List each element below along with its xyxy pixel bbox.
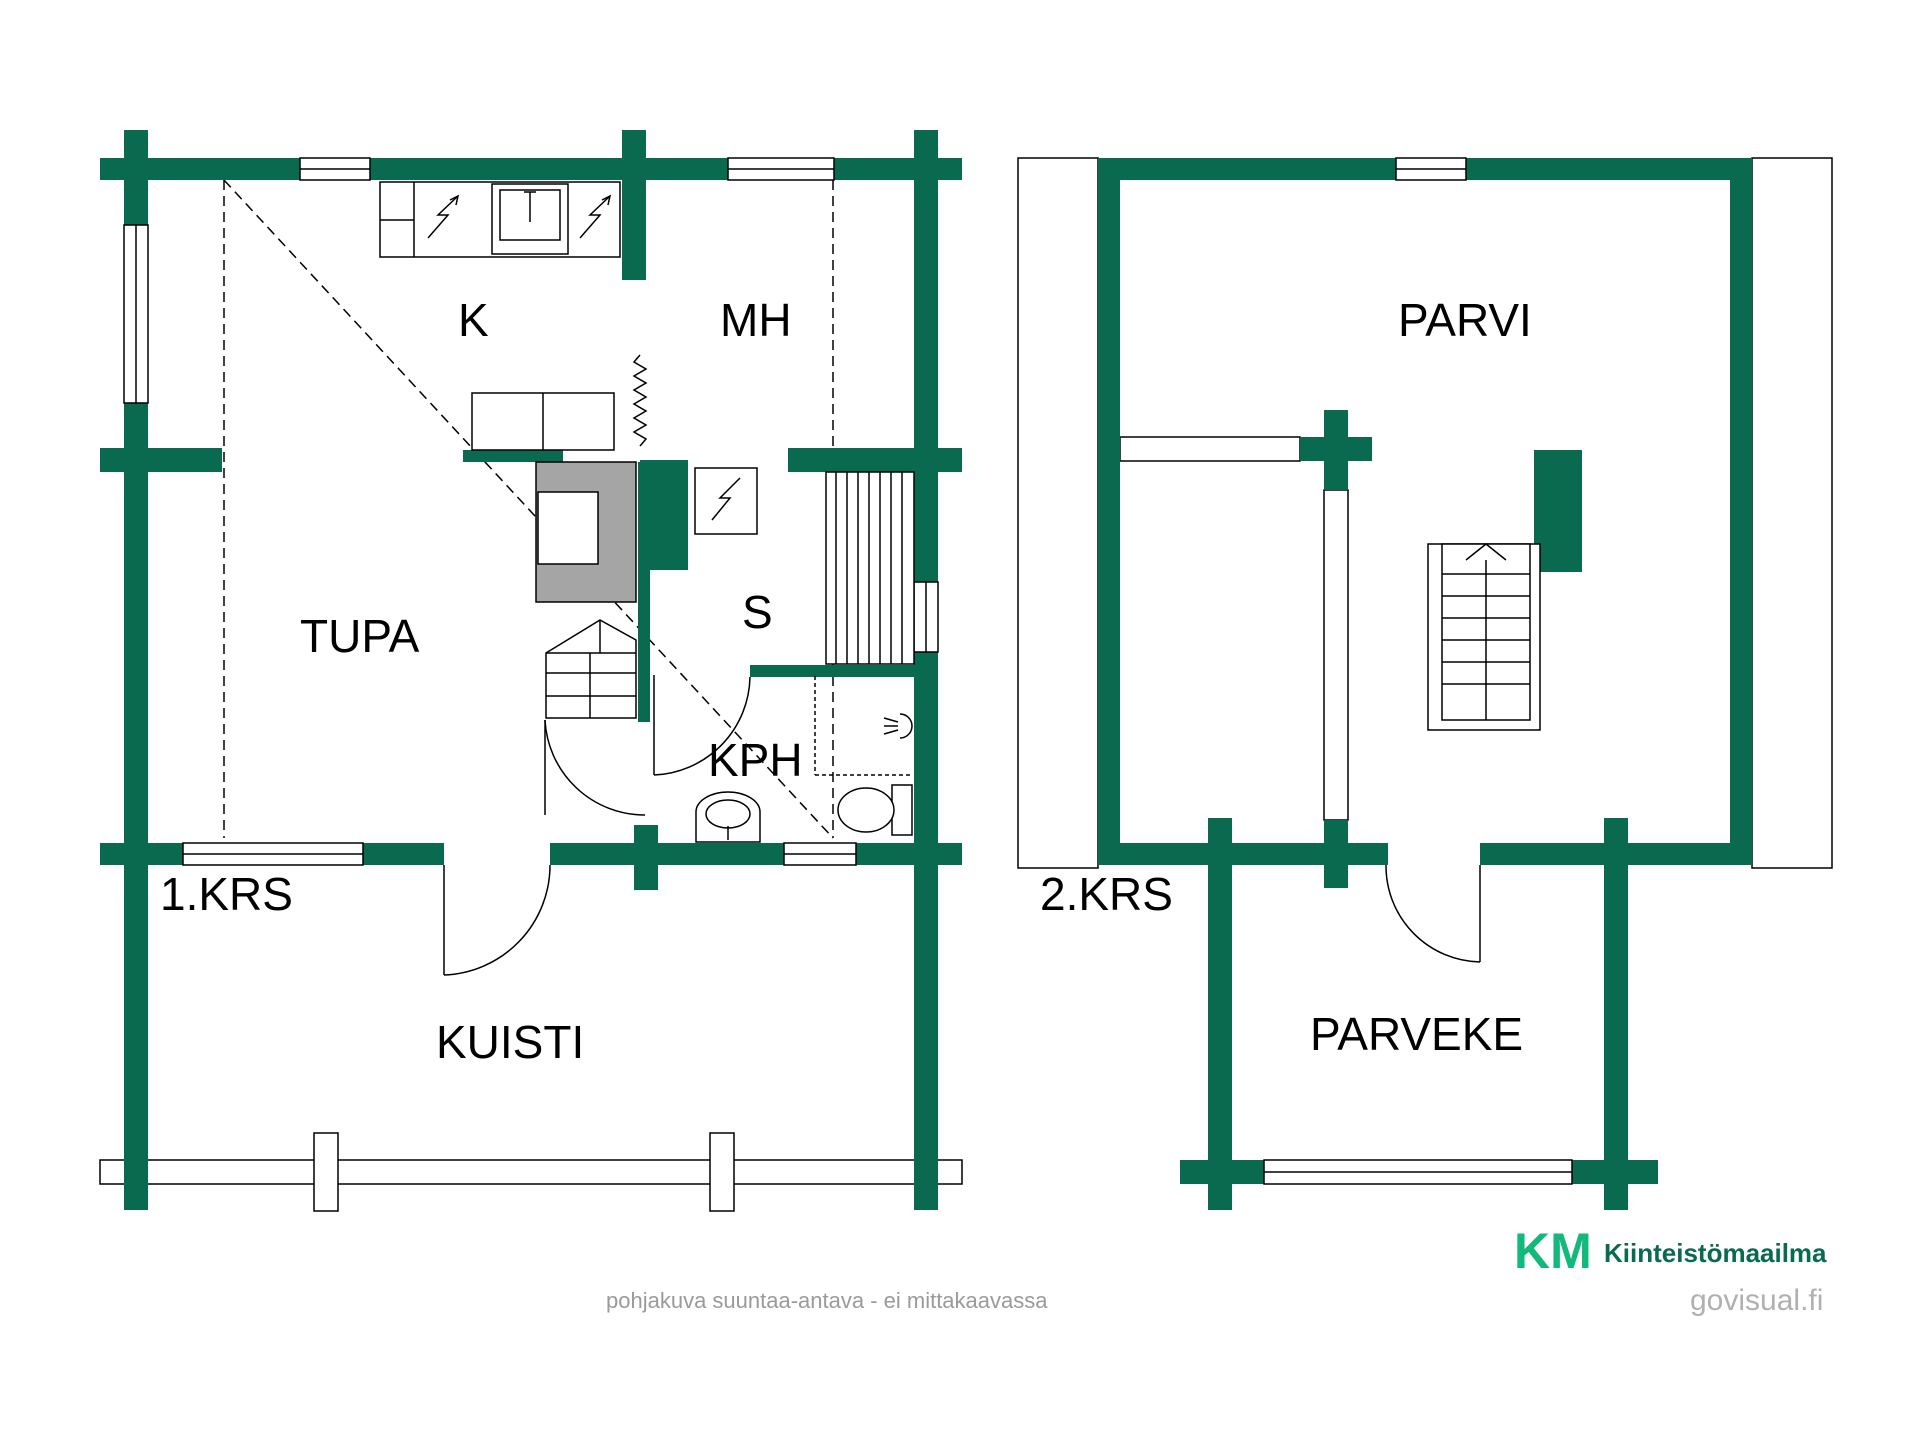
floor-2-walls [1098,158,1752,1210]
room-label-kitchen: K [458,294,489,346]
room-label-sauna: S [742,586,773,638]
room-label-porch: KUISTI [436,1016,584,1068]
shower-icon [814,676,913,776]
room-label-bathroom: KPH [708,734,803,786]
room-label-balcony: PARVEKE [1310,1008,1523,1060]
oven-icon [579,194,612,239]
disclaimer-note: pohjakuva suuntaa-antava - ei mittakaava… [606,1288,1048,1313]
room-label-bedroom: MH [720,294,792,346]
floor-1-door-swings [443,675,751,976]
kitchen-counter [379,181,621,258]
porch-railing [99,1132,963,1212]
stairs-icon [545,619,637,719]
credit-text: govisual.fi [1690,1284,1823,1317]
floor-1-door-gaps [444,840,550,868]
porch-corner-posts [124,1150,938,1210]
floor-2-plan: PARVI PARVEKE 2.KRS [1017,157,1833,1210]
sofa [471,392,615,451]
stove-icon [427,194,460,239]
room-label-living-room: TUPA [300,610,420,662]
brand-logo: KM Kiinteistömaailma [1514,1223,1827,1279]
curtain-line [632,354,648,447]
floor-2-label: 2.KRS [1040,868,1173,920]
floor-1-plan: K MH TUPA S KPH KUISTI 1.KRS [99,130,963,1212]
toilet-icon [837,784,913,836]
brand-mark: KM [1514,1223,1592,1279]
roof-eaves [1017,157,1833,869]
floor-2-door-swing [1385,864,1481,963]
fireplace-icon [535,461,637,603]
floor-2-windows [1263,157,1573,1185]
floor-1-windows [123,157,939,866]
floor-1-label: 1.KRS [160,868,293,920]
room-label-loft: PARVI [1398,294,1532,346]
loft-partition [1119,436,1349,821]
stairs-icon [1427,543,1541,731]
washbasin-icon [695,791,761,843]
sauna-benches [825,471,915,665]
brand-name: Kiinteistömaailma [1604,1238,1827,1268]
sauna-heater-icon [694,467,758,535]
